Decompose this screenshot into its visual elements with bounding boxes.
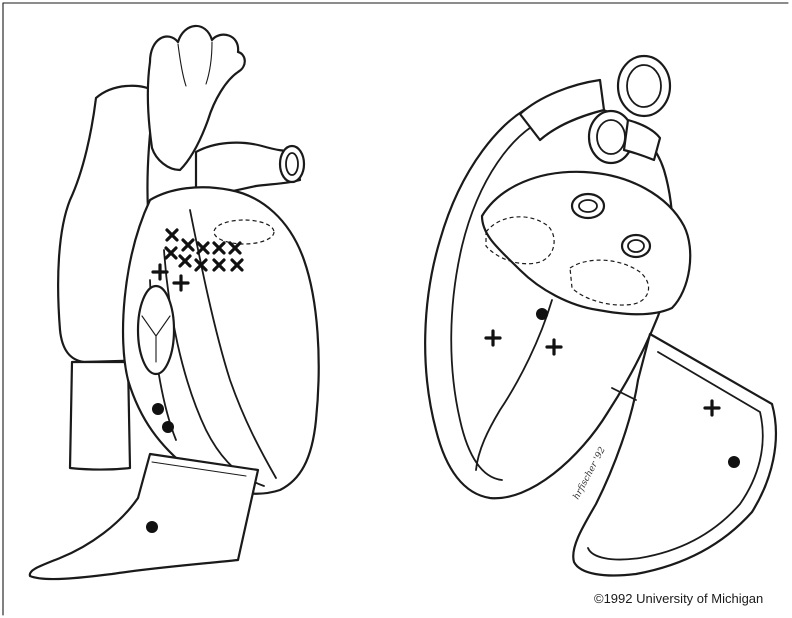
left-inferior-vena-cava [70,362,130,470]
right-valve-opening-1 [572,194,604,218]
left-pulmonary-opening [280,146,304,182]
right-valve-opening-2 [622,235,650,257]
copyright-caption: ©1992 University of Michigan [594,591,763,606]
dot-marker [146,521,158,533]
dot-marker [152,403,164,415]
left-heart-view [30,26,319,579]
dot-marker [162,421,174,433]
dot-marker [728,456,740,468]
dot-marker [536,308,548,320]
right-heart-view [425,56,776,576]
